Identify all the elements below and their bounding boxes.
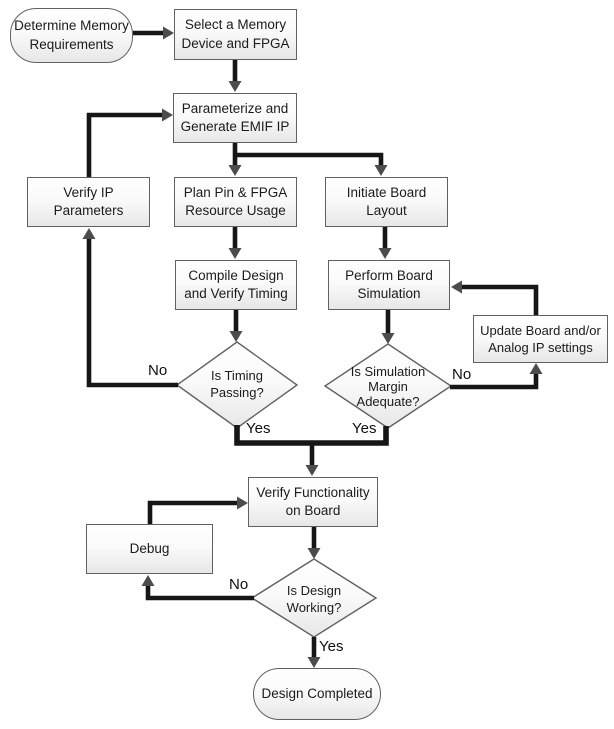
edge-sim-no-to-update — [450, 371, 539, 390]
node-label: Determine Memory Requirements — [14, 18, 129, 52]
edge-label-timing-no: No — [148, 362, 168, 379]
edge-parameterize-to-initiate — [235, 152, 384, 168]
node-is-timing-passing: Is Timing Passing? — [179, 358, 295, 410]
arrowhead-right-icon — [163, 26, 174, 40]
node-label: Compile Design and Verify Timing — [184, 267, 288, 302]
arrowhead-down-icon — [228, 81, 242, 92]
node-label: Is Simulation Margin Adequate? — [350, 363, 426, 409]
arrowhead-down-icon — [374, 165, 388, 176]
arrowhead-down-icon — [378, 248, 392, 259]
arrowhead-right-icon — [162, 108, 173, 122]
node-select-memory-device: Select a Memory Device and FPGA — [174, 9, 297, 60]
node-debug: Debug — [86, 524, 213, 574]
edge-label-sim-yes: Yes — [352, 420, 377, 437]
arrowhead-left-icon — [451, 280, 462, 294]
edge-update-to-perform — [459, 284, 539, 315]
edge-label-sim-no: No — [452, 366, 472, 383]
arrowhead-down-icon — [307, 548, 321, 559]
node-is-design-working: Is Design Working? — [254, 578, 374, 620]
node-update-board-analog-ip: Update Board and/or Analog IP settings — [473, 315, 608, 363]
node-verify-functionality-on-board: Verify Functionality on Board — [248, 477, 378, 527]
node-label: Is Timing Passing? — [210, 368, 264, 400]
edge-design-no-to-debug — [145, 583, 254, 601]
edge-debug-to-verifyfunc — [147, 500, 240, 525]
node-label: Update Board and/or Analog IP settings — [480, 322, 601, 356]
edge-timing-no-to-verifyip — [86, 236, 178, 388]
node-label: Is Design Working? — [286, 583, 342, 615]
node-design-completed: Design Completed — [253, 668, 381, 720]
edge-yes-merge-bar — [234, 425, 389, 446]
node-label: Select a Memory Device and FPGA — [181, 17, 290, 51]
node-determine-memory: Determine Memory Requirements — [10, 8, 133, 63]
node-label: Verify Functionality on Board — [256, 484, 370, 519]
node-label: Parameterize and Generate EMIF IP — [180, 100, 290, 135]
node-is-simulation-margin-adequate: Is Simulation Margin Adequate? — [326, 362, 450, 410]
arrowhead-down-icon — [307, 657, 321, 668]
node-initiate-board-layout: Initiate Board Layout — [325, 177, 448, 227]
arrowhead-right-icon — [237, 496, 248, 510]
diamond-is-timing-passing — [175, 341, 299, 429]
node-label: Initiate Board Layout — [346, 184, 427, 219]
node-parameterize-generate-emif: Parameterize and Generate EMIF IP — [173, 93, 297, 143]
arrowhead-down-icon — [229, 331, 243, 342]
arrowhead-down-icon — [228, 165, 242, 176]
arrowhead-up-icon — [529, 363, 543, 374]
edge-label-design-yes: Yes — [319, 638, 344, 655]
arrowhead-up-icon — [82, 228, 96, 239]
edge-verifyip-to-parameterize — [86, 112, 165, 177]
edge-label-timing-yes: Yes — [246, 420, 271, 437]
arrowhead-down-icon — [381, 333, 395, 344]
arrowhead-up-icon — [141, 575, 155, 586]
edge-label-design-no: No — [229, 576, 249, 593]
node-label: Verify IP Parameters — [53, 184, 124, 219]
arrowheads — [82, 26, 543, 668]
arrowhead-down-icon — [228, 248, 242, 259]
node-verify-ip-parameters: Verify IP Parameters — [27, 177, 150, 227]
node-plan-pin-fpga: Plan Pin & FPGA Resource Usage — [174, 177, 297, 227]
node-label: Design Completed — [261, 685, 373, 701]
diamond-is-design-working — [250, 558, 378, 638]
node-perform-board-simulation: Perform Board Simulation — [328, 260, 450, 310]
node-compile-design: Compile Design and Verify Timing — [175, 260, 297, 310]
node-label: Perform Board Simulation — [345, 267, 433, 302]
node-label: Plan Pin & FPGA Resource Usage — [183, 184, 288, 219]
node-label: Debug — [129, 540, 170, 556]
arrowhead-down-icon — [305, 465, 319, 476]
